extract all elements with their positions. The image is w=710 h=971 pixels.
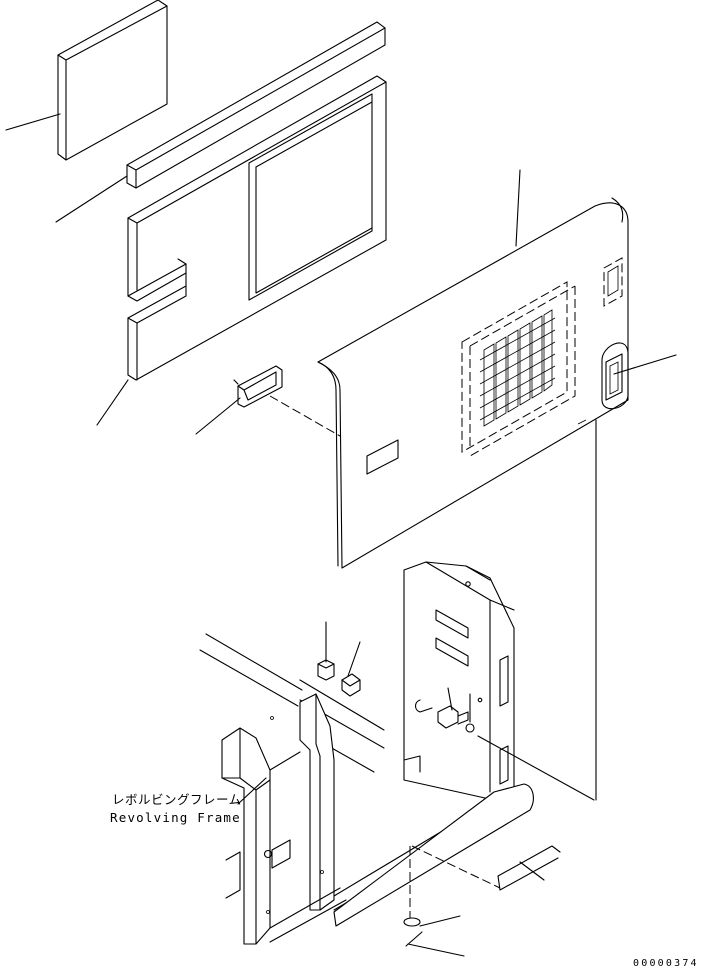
small-pad-part: [234, 366, 282, 407]
revolving-frame-label-jp: レボルビングフレーム: [112, 792, 242, 807]
leader-line-revolving-frame: [238, 778, 266, 804]
revolving-frame: [200, 634, 533, 944]
frame-seal-part: [128, 76, 386, 380]
leader-line-small-pad: [196, 398, 240, 434]
pad-part: [58, 0, 167, 160]
mounting-bracket: [404, 562, 514, 800]
leader-line-washer-bottom: [420, 916, 460, 926]
bolt-bracket: [438, 706, 468, 728]
bolt-frame: [342, 674, 360, 696]
revolving-frame-label-en: Revolving Frame: [110, 810, 241, 825]
assembly-line-bracket: [478, 736, 594, 800]
strip-part: [127, 22, 385, 188]
washer-bracket: [466, 724, 474, 732]
washer-bottom: [404, 918, 420, 926]
grille-slats: [480, 310, 555, 426]
leader-line-strip: [56, 176, 127, 222]
drawing-number: 00000374: [633, 958, 699, 969]
cover-panel-part: [318, 198, 628, 568]
leader-line-cover-panel: [516, 170, 520, 246]
leader-line-frame-seal: [97, 380, 128, 425]
leader-line-pad: [6, 114, 60, 130]
assembly-line-rod: [412, 846, 500, 888]
spacer-frame: [318, 660, 334, 680]
leader-line-bolt-frame: [348, 642, 360, 676]
leader-line-bolt-bracket: [448, 688, 452, 710]
rod-part: [498, 846, 560, 890]
leader-line-latch: [614, 355, 676, 374]
leader-line-bottom: [408, 944, 464, 956]
leader-line-bottom-2: [406, 932, 422, 946]
leader-line-rod: [520, 862, 544, 880]
